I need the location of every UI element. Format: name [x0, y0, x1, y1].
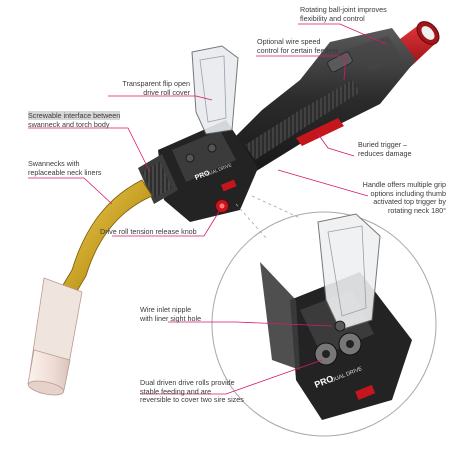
callout-inlet-nipple: Wire inlet nipple with liner sight hole — [140, 305, 202, 323]
callout-swannecks-line1: Swannecks with — [28, 159, 80, 168]
callout-drive-rolls: Dual driven drive rolls provide stable f… — [140, 378, 244, 405]
callout-swannecks-line2: replaceable neck liners — [28, 167, 102, 177]
detail-magnifier: PRO DUAL DRIVE — [211, 195, 437, 437]
callout-swannecks: Swannecks with replaceable neck liners — [28, 159, 102, 177]
callout-screwable-line1: Screwable interface between — [28, 111, 121, 120]
callout-wire-speed-line2: control for certain feeders — [257, 45, 339, 55]
flip-cover — [191, 45, 239, 135]
callout-inlet-nipple-line1: Wire inlet nipple — [140, 305, 192, 314]
callout-ball-joint: Rotating ball-joint improves flexibility… — [300, 5, 387, 23]
callout-ball-joint-line1: Rotating ball-joint improves — [300, 5, 387, 14]
callout-tension-knob: Drive roll tension release knob — [100, 227, 197, 237]
callout-buried-trigger: Buried trigger – reduces damage — [358, 140, 412, 158]
callout-drive-rolls-line2: stable feeding and are — [140, 386, 212, 396]
callout-grip-options-line3: activated top trigger by — [373, 197, 446, 207]
callout-screwable-line2: swanneck and torch body — [28, 119, 110, 129]
callout-flip-cover: Transparent flip open drive roll cover — [80, 79, 190, 97]
callout-drive-rolls-line1: Dual driven drive rolls provide — [140, 378, 235, 387]
callout-wire-speed: Optional wire speed control for certain … — [257, 37, 339, 55]
swan-neck — [59, 179, 153, 297]
callout-buried-trigger-line1: Buried trigger – — [358, 140, 408, 149]
nozzle — [27, 277, 83, 396]
callout-flip-cover-line1: Transparent flip open — [122, 79, 190, 88]
callout-grip-options: Handle offers multiple grip options incl… — [330, 180, 446, 215]
callout-grip-options-line2: options including thumb — [370, 188, 446, 198]
callout-inlet-nipple-line2: with liner sight hole — [140, 313, 202, 323]
callout-grip-options-line1: Handle offers multiple grip — [362, 180, 446, 189]
callout-screwable: Screwable interface between swanneck and… — [28, 111, 121, 129]
callout-ball-joint-line2: flexibility and control — [300, 13, 365, 23]
callout-tension-knob-line1: Drive roll tension release knob — [100, 227, 197, 236]
callout-wire-speed-line1: Optional wire speed — [257, 37, 321, 46]
leader-lines — [28, 23, 387, 395]
drive-head: PRO DUAL DRIVE — [158, 120, 258, 222]
callout-flip-cover-line2: drive roll cover — [143, 87, 190, 97]
callout-buried-trigger-line2: reduces damage — [358, 148, 412, 158]
callout-grip-options-line4: rotating neck 180° — [387, 205, 446, 215]
callout-drive-rolls-line3: reversible to cover two sire sizes — [140, 395, 244, 405]
